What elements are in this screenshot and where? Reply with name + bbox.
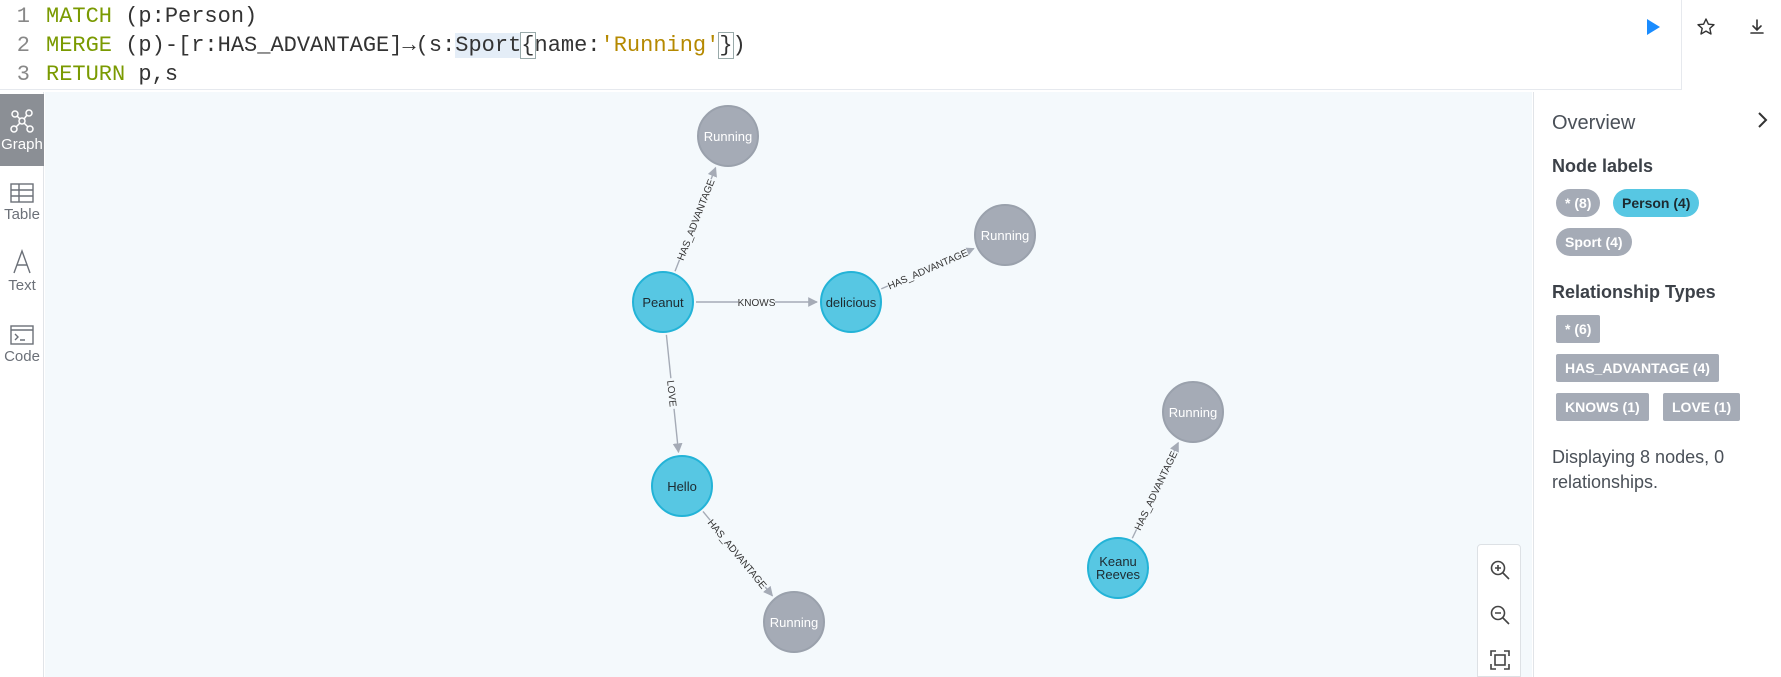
- code-token: (p:Person): [112, 4, 258, 29]
- graph-node-run4[interactable]: Running: [1162, 381, 1224, 443]
- graph-node-run2[interactable]: Running: [974, 204, 1036, 266]
- code-icon: [10, 324, 34, 345]
- code-token: (p)-[r:HAS_ADVANTAGE]→(s:: [112, 33, 456, 58]
- graph-node-hello[interactable]: Hello: [651, 455, 713, 517]
- relationship-types-heading: Relationship Types: [1552, 282, 1716, 302]
- chevron-right-icon[interactable]: [1752, 110, 1772, 130]
- star-icon: [1697, 18, 1715, 35]
- relationship-label-bg: [885, 245, 971, 293]
- run-button[interactable]: [1640, 14, 1666, 40]
- node-label-all[interactable]: * (8): [1556, 189, 1601, 217]
- code-token: MATCH: [46, 4, 113, 29]
- relationship-label: HAS_ADVANTAGE: [1133, 450, 1180, 533]
- relationship-label-group: HAS_ADVANTAGE: [885, 245, 971, 293]
- play-icon: [1647, 19, 1660, 35]
- code-line[interactable]: 1 MATCH (p:Person): [0, 2, 1600, 31]
- rail-label-table: Table: [4, 205, 40, 223]
- rel-type-has-advantage[interactable]: HAS_ADVANTAGE (4): [1556, 354, 1719, 382]
- relationship-label-group: HAS_ADVANTAGE: [704, 515, 771, 592]
- code-token: p,s: [125, 62, 179, 87]
- node-label-person[interactable]: Person (4): [1613, 189, 1700, 217]
- relationship-label: HAS_ADVANTAGE: [886, 248, 970, 293]
- code-token: Sport: [455, 33, 522, 58]
- code-token: 'Running': [600, 33, 720, 58]
- text-icon: [13, 248, 31, 273]
- relationship-label-bg: [704, 515, 771, 592]
- line-number: 2: [16, 33, 30, 58]
- rail-item-graph[interactable]: Graph: [0, 94, 44, 166]
- relationship-label-group: KNOWS: [738, 295, 776, 309]
- table-icon: [10, 182, 34, 203]
- relationship-label: HAS_ADVANTAGE: [676, 178, 718, 263]
- node-labels-heading: Node labels: [1552, 156, 1654, 176]
- code-token: MERGE: [46, 33, 113, 58]
- relationship-label: HAS_ADVANTAGE: [705, 518, 769, 592]
- rail-label-code: Code: [4, 347, 40, 365]
- graph-canvas[interactable]: HAS_ADVANTAGE KNOWS HAS_ADVANTAGE LOVE HAS_A…: [45, 92, 1532, 677]
- rail-item-text[interactable]: Text: [0, 235, 44, 307]
- relationship-label-group: LOVE: [663, 377, 681, 410]
- code-line[interactable]: 2 MERGE (p)-[r:HAS_ADVANTAGE]→(s:Sport{na…: [0, 31, 1600, 60]
- zoom-in-icon: [1490, 560, 1510, 580]
- relationship-label: KNOWS: [738, 298, 776, 309]
- rail-label-text: Text: [8, 276, 36, 294]
- graph-node-keanu[interactable]: Keanu Reeves: [1087, 537, 1149, 599]
- download-icon: [1750, 19, 1764, 34]
- relationship-label-bg: [1130, 448, 1181, 533]
- node-label-sport[interactable]: Sport (4): [1556, 228, 1632, 256]
- graph-node-delicious[interactable]: delicious: [820, 271, 882, 333]
- query-editor[interactable]: 1 MATCH (p:Person) 2 MERGE (p)-[r:HAS_ADVAN…: [0, 0, 1764, 90]
- rail-label-graph: Graph: [1, 135, 43, 153]
- relationship-label-group: HAS_ADVANTAGE: [673, 176, 718, 263]
- rel-type-all[interactable]: * (6): [1556, 315, 1601, 343]
- code-token: name:: [534, 33, 601, 58]
- status-text: Displaying 8 nodes, 0 relationships.: [1552, 447, 1725, 492]
- fit-icon: [1490, 650, 1510, 670]
- rail-item-table[interactable]: Table: [0, 166, 44, 238]
- rel-type-love[interactable]: LOVE (1): [1663, 393, 1741, 421]
- line-number: 1: [16, 4, 30, 29]
- code-token: RETURN: [46, 62, 126, 87]
- zoom-out-button[interactable]: [1487, 602, 1513, 628]
- code-line[interactable]: 3 RETURN p,s: [0, 60, 1600, 89]
- relationship-label-bg: [738, 295, 775, 309]
- relationship-label: LOVE: [664, 380, 678, 408]
- fit-to-screen-button[interactable]: [1487, 647, 1513, 673]
- graph-node-run3[interactable]: Running: [763, 591, 825, 653]
- relationship-label-group: HAS_ADVANTAGE: [1130, 448, 1181, 533]
- rail-item-code[interactable]: Code: [0, 308, 44, 380]
- line-number: 3: [16, 62, 30, 87]
- graph-icon: [10, 108, 34, 133]
- edge-layer: HAS_ADVANTAGE KNOWS HAS_ADVANTAGE LOVE HAS_A…: [663, 166, 1181, 597]
- graph-node-run1[interactable]: Running: [697, 105, 759, 167]
- code-token: ): [732, 33, 746, 58]
- view-switcher: Graph Table Text Code: [0, 92, 44, 677]
- relationship-label-bg: [663, 377, 681, 410]
- code-token: }: [718, 32, 734, 59]
- overview-title: Overview: [1552, 112, 1636, 134]
- zoom-controls: [1477, 544, 1521, 677]
- graph-node-peanut[interactable]: Peanut: [632, 271, 694, 333]
- zoom-in-button[interactable]: [1487, 557, 1513, 583]
- overview-panel: Overview Node labels * (8) Person (4) Sp…: [1533, 92, 1781, 677]
- relationship-label-bg: [673, 176, 718, 263]
- download-button[interactable]: [1744, 14, 1770, 40]
- favorite-button[interactable]: [1693, 14, 1719, 40]
- rel-type-knows[interactable]: KNOWS (1): [1556, 393, 1649, 421]
- code-token: {: [520, 32, 536, 59]
- zoom-out-icon: [1490, 605, 1510, 625]
